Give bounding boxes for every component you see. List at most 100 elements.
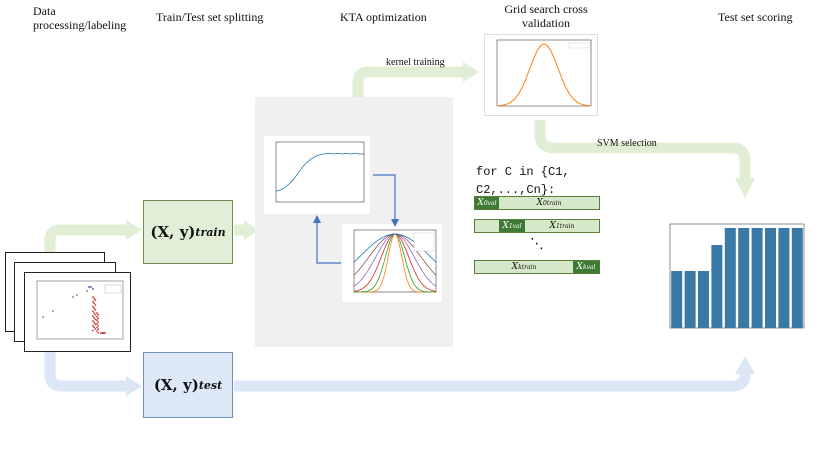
svm-selection-label: SVM selection	[597, 138, 657, 149]
bar-chart-svg	[669, 223, 805, 329]
data-point-28	[94, 328, 97, 330]
data-point-12	[93, 302, 96, 305]
arrow-svm-selection	[534, 120, 751, 180]
score-bar-1	[684, 271, 696, 328]
data-point-37	[97, 324, 100, 327]
score-bar-5	[738, 228, 750, 328]
train-set-box: (X, y)train	[143, 200, 233, 264]
cv-loop-code: for C in {C1, C2,...,Cn}:	[476, 163, 570, 199]
data-point-10	[94, 299, 97, 302]
arrowhead-data-to-train	[126, 220, 142, 240]
data-point-8	[92, 296, 94, 298]
step-kta-optimization: KTA optimization	[340, 10, 427, 24]
data-point-1	[52, 310, 54, 312]
kta-series-line	[275, 152, 364, 192]
fold-1-train-left	[475, 220, 499, 232]
data-point-27	[93, 326, 96, 329]
data-point-25	[94, 323, 97, 326]
kta-curve-svg	[275, 141, 365, 203]
kta-loop-arrows	[313, 174, 399, 264]
labeled-data-scatter	[36, 280, 124, 340]
step-grid-search: Grid search cross validation	[504, 2, 588, 30]
data-point-18	[93, 312, 96, 314]
kta-learning-curve-plot	[264, 136, 370, 214]
gaussian-series-line	[496, 43, 592, 107]
arrowhead-svm-selection	[735, 178, 755, 198]
data-point-11	[92, 300, 94, 303]
arrowhead-kernel-training	[463, 62, 479, 82]
data-point-5	[88, 286, 90, 288]
code-line-2: C2,...,Cn}:	[476, 183, 556, 197]
data-point-39	[97, 328, 100, 331]
data-point-4	[86, 290, 88, 292]
kta-arrowhead-up	[313, 215, 321, 223]
data-point-21	[93, 316, 96, 319]
test-set-box: (X, y)test	[143, 352, 233, 418]
kernel-training-label: kernel training	[386, 57, 445, 68]
score-bar-9	[791, 228, 803, 328]
test-scoring-plot	[656, 218, 808, 340]
data-point-7	[92, 288, 94, 290]
kta-arrowhead-down	[391, 219, 399, 227]
kta-arrow-up	[316, 221, 341, 264]
data-point-47	[104, 332, 106, 334]
arrowhead-data-to-test	[126, 376, 142, 396]
data-point-9	[93, 297, 96, 300]
step-data-processing: Data processing/labeling	[33, 4, 127, 32]
code-line-1: for C in {C1,	[476, 165, 570, 179]
step-train-test-split: Train/Test set splitting	[156, 10, 264, 24]
data-point-19	[94, 313, 97, 316]
data-point-26	[92, 324, 94, 327]
grid-search-plot	[484, 34, 598, 116]
score-bar-7	[765, 228, 776, 328]
data-point-22	[94, 318, 97, 321]
arrowhead-test-to-scoring	[735, 356, 755, 374]
data-point-40	[96, 330, 98, 332]
fold-ellipsis: ⋱	[530, 236, 544, 252]
data-point-0	[42, 316, 44, 318]
arrowhead-train-to-kta	[244, 220, 258, 240]
arrow-data-to-train	[44, 224, 128, 262]
data-point-31	[97, 313, 100, 316]
arrow-test-to-scoring	[234, 372, 751, 392]
arrow-kernel-training	[352, 66, 465, 97]
data-point-6	[90, 286, 92, 288]
data-point-20	[92, 315, 94, 318]
data-plot-front	[24, 272, 131, 352]
data-point-15	[93, 307, 96, 310]
score-bar-6	[751, 228, 763, 328]
test-set-label: (X, y)	[153, 376, 199, 394]
score-bar-2	[698, 271, 709, 328]
score-bar-8	[778, 228, 790, 328]
data-point-23	[92, 320, 94, 322]
kta-arrow-down	[373, 174, 396, 221]
data-point-13	[94, 304, 97, 306]
test-subscript: test	[198, 378, 223, 392]
data-point-30	[96, 312, 98, 314]
score-bar-4	[724, 228, 736, 328]
step-test-scoring: Test set scoring	[718, 10, 793, 24]
kernel-curves-svg	[353, 229, 437, 293]
data-point-2	[72, 296, 74, 298]
score-bar-3	[711, 245, 723, 328]
arrow-data-to-test	[44, 350, 128, 392]
data-point-17	[92, 310, 94, 313]
data-point-41	[97, 331, 100, 334]
train-subscript: train	[195, 225, 226, 239]
data-point-36	[96, 322, 98, 325]
data-point-34	[96, 319, 98, 322]
data-point-38	[96, 326, 98, 329]
data-point-32	[96, 315, 98, 318]
data-point-24	[93, 321, 96, 324]
data-point-14	[92, 305, 94, 308]
data-point-16	[94, 308, 97, 311]
gaussian-svg	[496, 39, 592, 107]
